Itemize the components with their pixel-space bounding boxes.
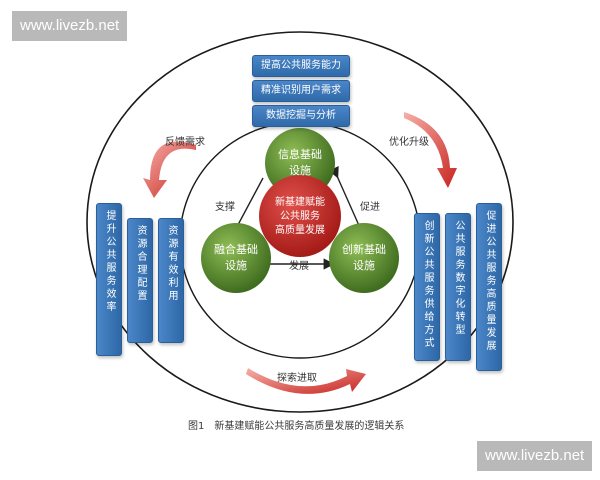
- relation-label-support: 支撑: [215, 202, 235, 213]
- watermark: www.livezb.net: [477, 441, 593, 471]
- top-box: 精准识别用户需求: [252, 80, 350, 102]
- relation-label-develop: 发展: [289, 261, 309, 272]
- left-column-text: 提升公共服务效率: [104, 210, 115, 314]
- feedback-arrow: [143, 141, 196, 198]
- circle-text: 设施: [225, 259, 247, 272]
- circle-center: [259, 175, 341, 257]
- right-column-text: 公共服务数字化转型: [453, 220, 464, 337]
- circle-innovation-infrastructure: [329, 223, 399, 293]
- left-column-box: 提升公共服务效率: [96, 203, 122, 356]
- explore-arrow: [246, 368, 366, 394]
- right-column-box: 创新公共服务供给方式: [414, 213, 440, 361]
- circle-fusion-infrastructure: [201, 223, 271, 293]
- left-column-box: 资源合理配置: [127, 218, 153, 343]
- top-box: 数据挖掘与分析: [252, 105, 350, 127]
- left-column-text: 资源有效利用: [166, 225, 177, 303]
- arrow-label-explore: 探索进取: [277, 373, 317, 384]
- upgrade-arrow: [404, 112, 457, 188]
- circle-text: 创新基础: [342, 242, 386, 256]
- left-column-text: 资源合理配置: [135, 225, 146, 303]
- right-column-text: 促进公共服务高质量发展: [484, 210, 495, 353]
- center-text: 新基建赋能: [275, 195, 325, 208]
- circle-text: 融合基础: [214, 242, 258, 256]
- arrow-label-feedback: 反馈需求: [165, 137, 205, 148]
- relation-label-promote: 促进: [360, 202, 380, 213]
- figure-caption: 图1 新基建赋能公共服务高质量发展的逻辑关系: [188, 421, 405, 432]
- left-column-box: 资源有效利用: [158, 218, 184, 343]
- circle-text: 设施: [289, 164, 311, 177]
- center-text: 公共服务: [280, 209, 320, 222]
- outer-circle: [86, 31, 514, 413]
- arrow-label-upgrade: 优化升级: [389, 137, 429, 148]
- circle-text: 设施: [353, 259, 375, 272]
- center-text: 高质量发展: [275, 223, 325, 236]
- right-column-box: 促进公共服务高质量发展: [476, 203, 502, 371]
- watermark: www.livezb.net: [12, 11, 128, 41]
- promote-arrow: [328, 166, 362, 231]
- right-column-text: 创新公共服务供给方式: [422, 220, 433, 350]
- right-column-box: 公共服务数字化转型: [445, 213, 471, 361]
- circle-text: 信息基础: [278, 147, 322, 161]
- top-box: 提高公共服务能力: [252, 55, 350, 77]
